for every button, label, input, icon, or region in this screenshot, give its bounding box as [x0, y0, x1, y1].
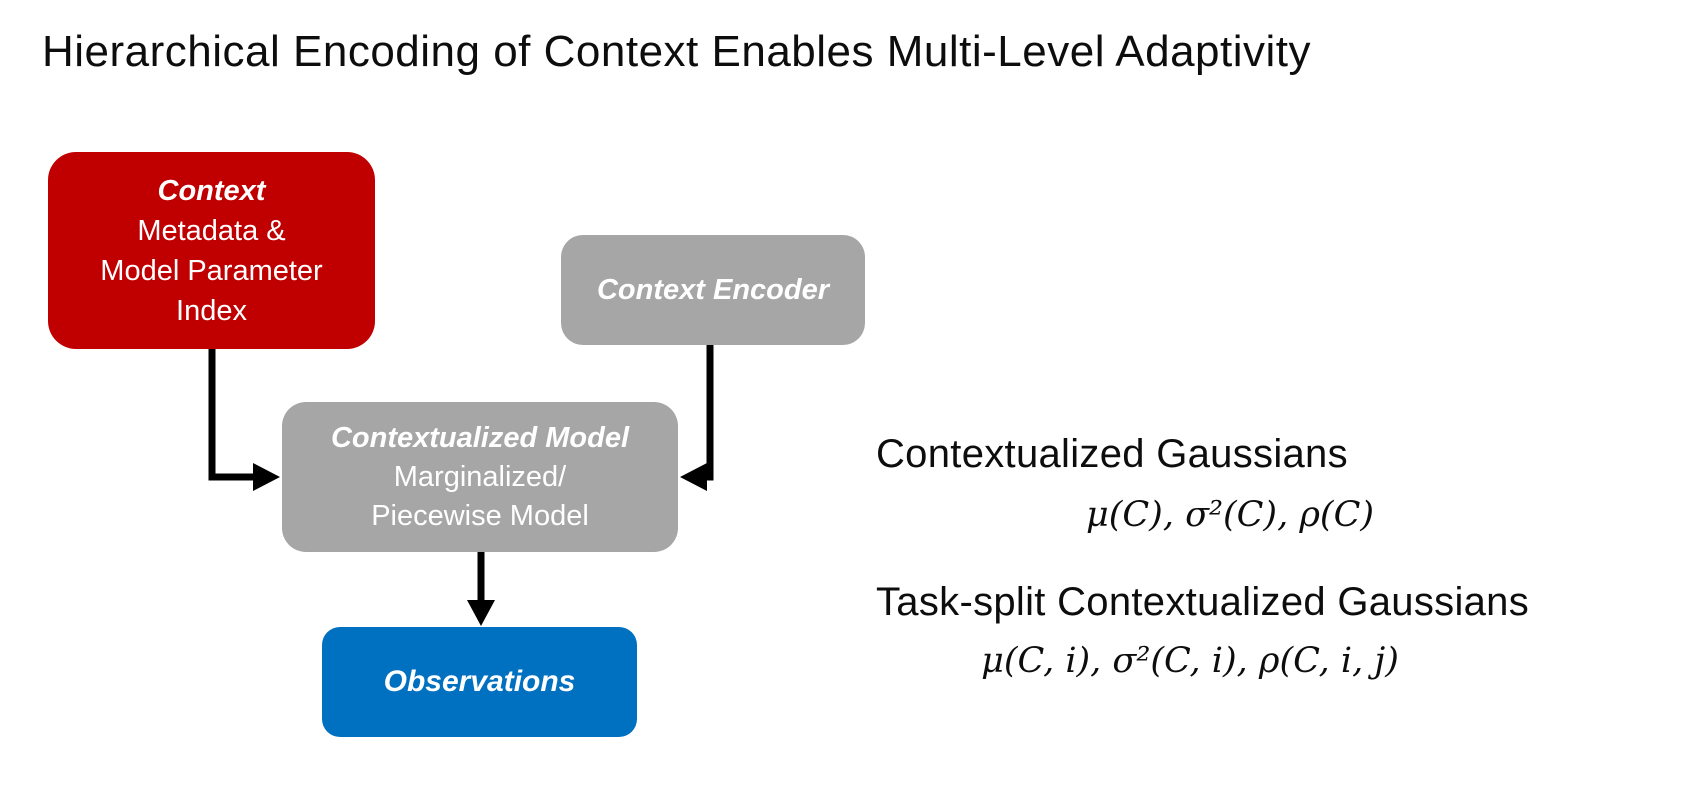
arrow-encoder-to-model-head [680, 463, 707, 491]
arrow-encoder-to-model [706, 345, 714, 481]
context-box-line: Metadata & [137, 214, 286, 247]
task-split-gaussians-label: Task-split Contextualized Gaussians [876, 580, 1530, 624]
contextualized-model-box-title: Contextualized Model [330, 421, 630, 454]
contextualized-model-box: Contextualized Model Marginalized/ Piece… [282, 402, 678, 552]
contextualized-model-box-line: Piecewise Model [371, 499, 589, 532]
context-box: Context Metadata & Model Parameter Index [48, 152, 375, 349]
contextualized-gaussians-formula: μ(C), σ²(C), ρ(C) [1085, 495, 1374, 535]
context-box-line: Model Parameter [100, 254, 323, 287]
context-encoder-box: Context Encoder [561, 235, 865, 345]
context-box-title: Context [157, 174, 266, 207]
arrow-model-to-observations-head [467, 600, 495, 626]
task-split-gaussians-formula: μ(C, i), σ²(C, i), ρ(C, i, j) [981, 641, 1399, 681]
observations-box: Observations [322, 627, 637, 737]
slide-title: Hierarchical Encoding of Context Enables… [42, 27, 1312, 76]
context-box-line: Index [176, 294, 247, 327]
contextualized-model-box-line: Marginalized/ [393, 460, 567, 493]
arrow-context-to-model-head [253, 463, 280, 491]
arrow-context-to-model [208, 349, 254, 481]
observations-box-title: Observations [383, 665, 576, 698]
context-encoder-box-title: Context Encoder [596, 274, 830, 306]
contextualized-gaussians-label: Contextualized Gaussians [876, 432, 1348, 476]
